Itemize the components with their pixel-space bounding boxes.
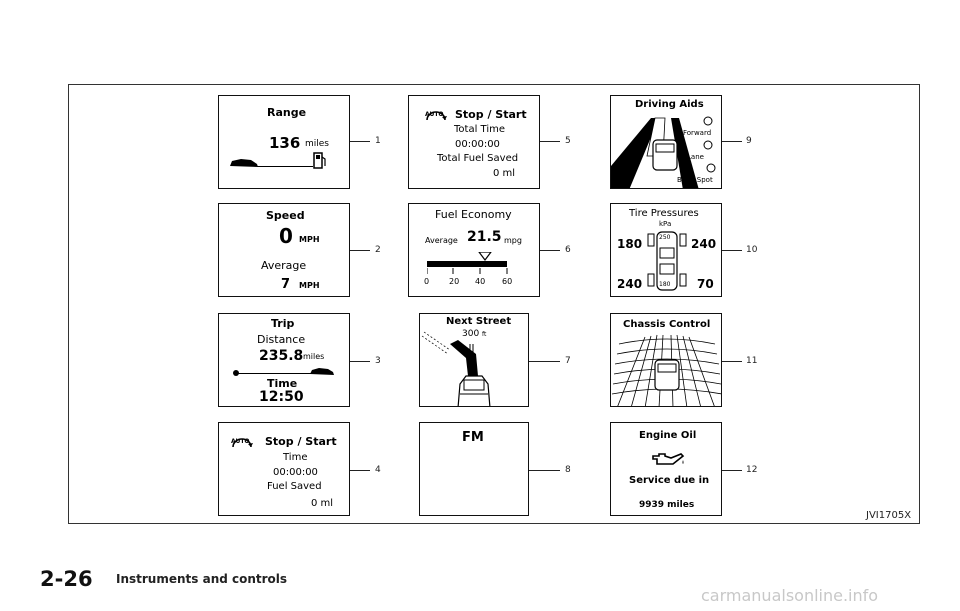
trip-distance-unit: miles [303,352,325,361]
trip-distance-value: 235.8 [259,348,304,364]
fuel-saved-label: Fuel Saved [267,481,322,492]
total-time-label: Total Time [454,124,506,135]
stop-start-time-value: 00:00:00 [273,467,318,478]
trip-time-value: 12:50 [259,389,304,405]
next-street-title: Next Street [446,316,512,327]
stop-start-title: Stop / Start [265,435,337,448]
engine-oil-title: Engine Oil [639,430,697,441]
auto-stop-start-icon [426,111,447,121]
front-tire-badge: 250 [659,234,671,241]
car-silhouette-icon [310,368,334,375]
trip-bar [237,373,311,374]
callout-3: 3 [375,356,381,366]
turn-guidance-map [421,331,491,406]
gauge-tick-20: 20 [449,277,460,286]
engine-oil-panel: Engine Oil Service due in 9939 miles [610,422,722,516]
total-time-value: 00:00:00 [455,139,500,150]
gauge-tick-60: 60 [502,277,513,286]
auto-stop-start-icon [232,438,253,448]
fuel-economy-panel: Fuel Economy Average 21.5 mpg 0 20 40 60 [408,203,540,297]
fuel-saved-value: 0 ml [311,498,334,509]
speed-panel: Speed 0 MPH Average 7 MPH [218,203,350,297]
range-panel: Range 136 miles [218,95,350,189]
trip-title: Trip [271,317,295,330]
trip-time-label: Time [267,377,298,390]
audio-panel: FM [419,422,529,516]
callout-1: 1 [375,136,381,146]
average-unit: MPH [299,281,320,290]
service-due-value: 9939 miles [639,500,695,510]
next-street-distance: 300 [462,329,480,339]
speed-title: Speed [266,209,305,222]
callout-9: 9 [746,136,752,146]
callout-7: 7 [565,356,571,366]
watermark: carmanualsonline.info [701,586,879,605]
stop-start-time-label: Time [283,452,308,463]
gauge-tick-0: 0 [424,277,430,286]
fuel-pump-icon [313,152,326,169]
next-street-distance-unit: ft [482,331,487,338]
range-unit: miles [305,139,329,149]
trip-start-dot [233,370,239,376]
fuel-economy-unit: mpg [504,236,522,245]
fuel-economy-title: Fuel Economy [435,208,512,221]
rear-tire-badge: 180 [659,281,671,288]
tire-front-right: 240 [691,237,717,251]
callout-5: 5 [565,136,571,146]
audio-source-label: FM [462,430,484,445]
gauge-tick-40: 40 [475,277,486,286]
speed-unit: MPH [299,235,320,244]
callout-6: 6 [565,245,571,255]
range-value: 136 [269,134,301,152]
total-fuel-saved-label: Total Fuel Saved [437,153,519,164]
figure-code: JVI1705X [866,510,912,521]
fuel-economy-average-label: Average [425,236,458,245]
auto-label: AUTO [231,438,250,445]
tire-pressures-title: Tire Pressures [629,208,699,219]
driving-aids-panel: Driving Aids Forward Lane Blind Spot [610,95,722,189]
chassis-control-panel: Chassis Control [610,313,722,407]
total-fuel-saved-value: 0 ml [493,168,516,179]
stop-start-total-panel: AUTO Stop / Start Total Time 00:00:00 To… [408,95,540,189]
vehicle-top-view-icon [647,231,687,291]
figure-frame [68,84,920,524]
driving-aids-title: Driving Aids [635,99,704,110]
auto-label: AUTO [425,111,444,118]
car-silhouette-icon [230,159,258,167]
callout-12: 12 [746,465,758,475]
callout-8: 8 [565,465,571,475]
callout-10: 10 [746,245,758,255]
average-value: 7 [281,277,291,292]
speed-value: 0 [279,224,293,248]
callout-11: 11 [746,356,758,366]
stop-start-panel: AUTO Stop / Start Time 00:00:00 Fuel Sav… [218,422,350,516]
tire-pressures-unit: kPa [659,220,672,228]
callout-4: 4 [375,465,381,475]
stop-start-title: Stop / Start [455,108,527,121]
forward-warning-label: Forward [683,129,712,137]
callout-2: 2 [375,245,381,255]
fuel-economy-gauge [427,252,508,274]
tire-front-left: 180 [617,237,643,251]
service-due-label: Service due in [629,475,710,486]
range-title: Range [267,106,307,119]
page-number: 2-26 [40,567,93,591]
chassis-control-title: Chassis Control [623,319,711,330]
oil-can-icon [652,453,685,465]
lane-warning-label: Lane [687,153,704,161]
tire-rear-right: 70 [697,277,714,291]
trip-panel: Trip Distance 235.8 miles Time 12:50 [218,313,350,407]
section-title: Instruments and controls [116,572,288,586]
blind-spot-label: Blind Spot [677,176,713,184]
tire-rear-left: 240 [617,277,643,291]
next-street-panel: Next Street 300 ft [419,313,529,407]
tire-pressures-panel: Tire Pressures kPa 250 180 180 240 240 7… [610,203,722,297]
trip-distance-label: Distance [257,333,306,346]
fuel-economy-value: 21.5 [467,229,502,245]
range-bar [257,166,313,167]
average-label: Average [261,259,307,272]
chassis-grid-graphic [611,334,721,406]
driving-aids-graphic [611,116,716,188]
